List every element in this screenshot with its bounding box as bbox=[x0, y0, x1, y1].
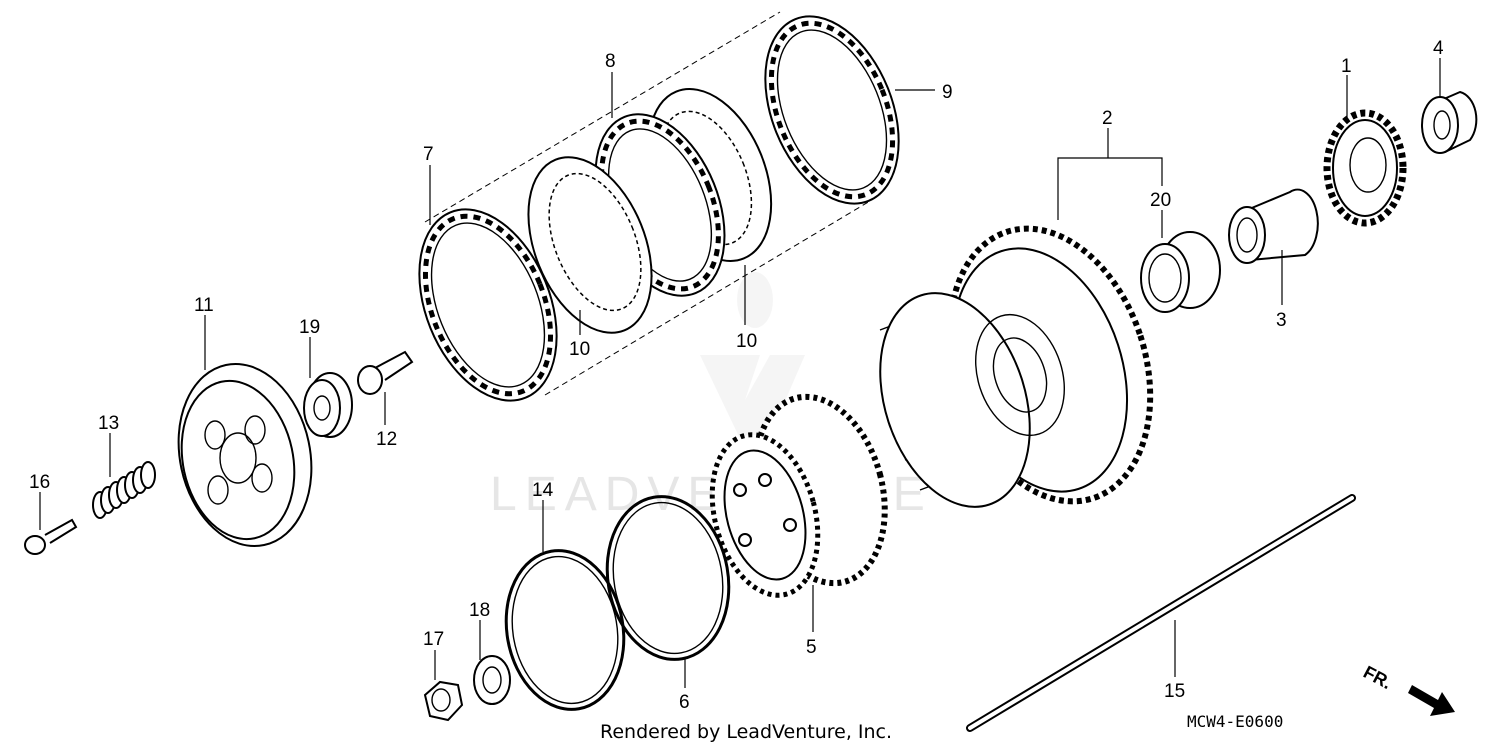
callout-14: 14 bbox=[532, 480, 554, 501]
callout-17: 17 bbox=[423, 629, 444, 650]
pushrod-15 bbox=[966, 494, 1356, 732]
clutch-center-5 bbox=[709, 393, 888, 598]
credit-text: Rendered by LeadVenture, Inc. bbox=[600, 721, 892, 743]
callout-10a: 10 bbox=[569, 339, 590, 360]
callout-15: 15 bbox=[1164, 681, 1185, 702]
nut-17 bbox=[423, 680, 464, 722]
friction-disc-7 bbox=[418, 208, 558, 402]
o-ring-6 bbox=[605, 495, 731, 661]
spring-13 bbox=[92, 461, 156, 519]
diagram-code: MCW4-E0600 bbox=[1187, 712, 1283, 731]
callout-labels: 1 2 3 4 5 6 7 8 9 10 10 11 12 13 14 15 1… bbox=[29, 38, 1444, 713]
pressure-plate-11 bbox=[177, 363, 313, 547]
front-direction-arrow: FR. bbox=[1360, 662, 1455, 716]
callout-9: 9 bbox=[942, 82, 953, 103]
bushing-4 bbox=[1421, 90, 1478, 154]
bolt-16 bbox=[24, 518, 78, 555]
lifter-piece-12 bbox=[357, 350, 414, 395]
callout-10b: 10 bbox=[736, 331, 757, 352]
callout-16: 16 bbox=[29, 472, 50, 493]
callout-8: 8 bbox=[605, 51, 616, 72]
callout-19: 19 bbox=[299, 317, 320, 338]
watermark-logo bbox=[700, 272, 805, 470]
clutch-plate-10a bbox=[527, 156, 653, 334]
bearing-19 bbox=[303, 372, 353, 438]
callout-13: 13 bbox=[98, 413, 119, 434]
o-ring-14 bbox=[504, 549, 626, 711]
callout-5: 5 bbox=[806, 637, 817, 658]
clutch-outer-2 bbox=[879, 225, 1154, 508]
friction-disc-9 bbox=[764, 15, 900, 205]
callout-4: 4 bbox=[1433, 38, 1444, 59]
collar-3 bbox=[1228, 188, 1319, 264]
callout-12: 12 bbox=[376, 429, 397, 450]
direction-label: FR. bbox=[1360, 662, 1395, 693]
sprocket-1 bbox=[1323, 109, 1407, 227]
callout-6: 6 bbox=[679, 692, 690, 713]
washer-18 bbox=[473, 655, 511, 705]
callout-3: 3 bbox=[1276, 310, 1287, 331]
callout-11: 11 bbox=[194, 295, 214, 316]
leader-lines bbox=[39, 58, 1441, 688]
callout-7: 7 bbox=[423, 144, 434, 165]
alignment-lines bbox=[424, 11, 881, 396]
callout-18: 18 bbox=[469, 600, 490, 621]
callout-1: 1 bbox=[1341, 56, 1352, 77]
needle-bearing-20 bbox=[1140, 231, 1221, 313]
callout-20: 20 bbox=[1150, 190, 1171, 211]
callout-2: 2 bbox=[1102, 108, 1113, 129]
